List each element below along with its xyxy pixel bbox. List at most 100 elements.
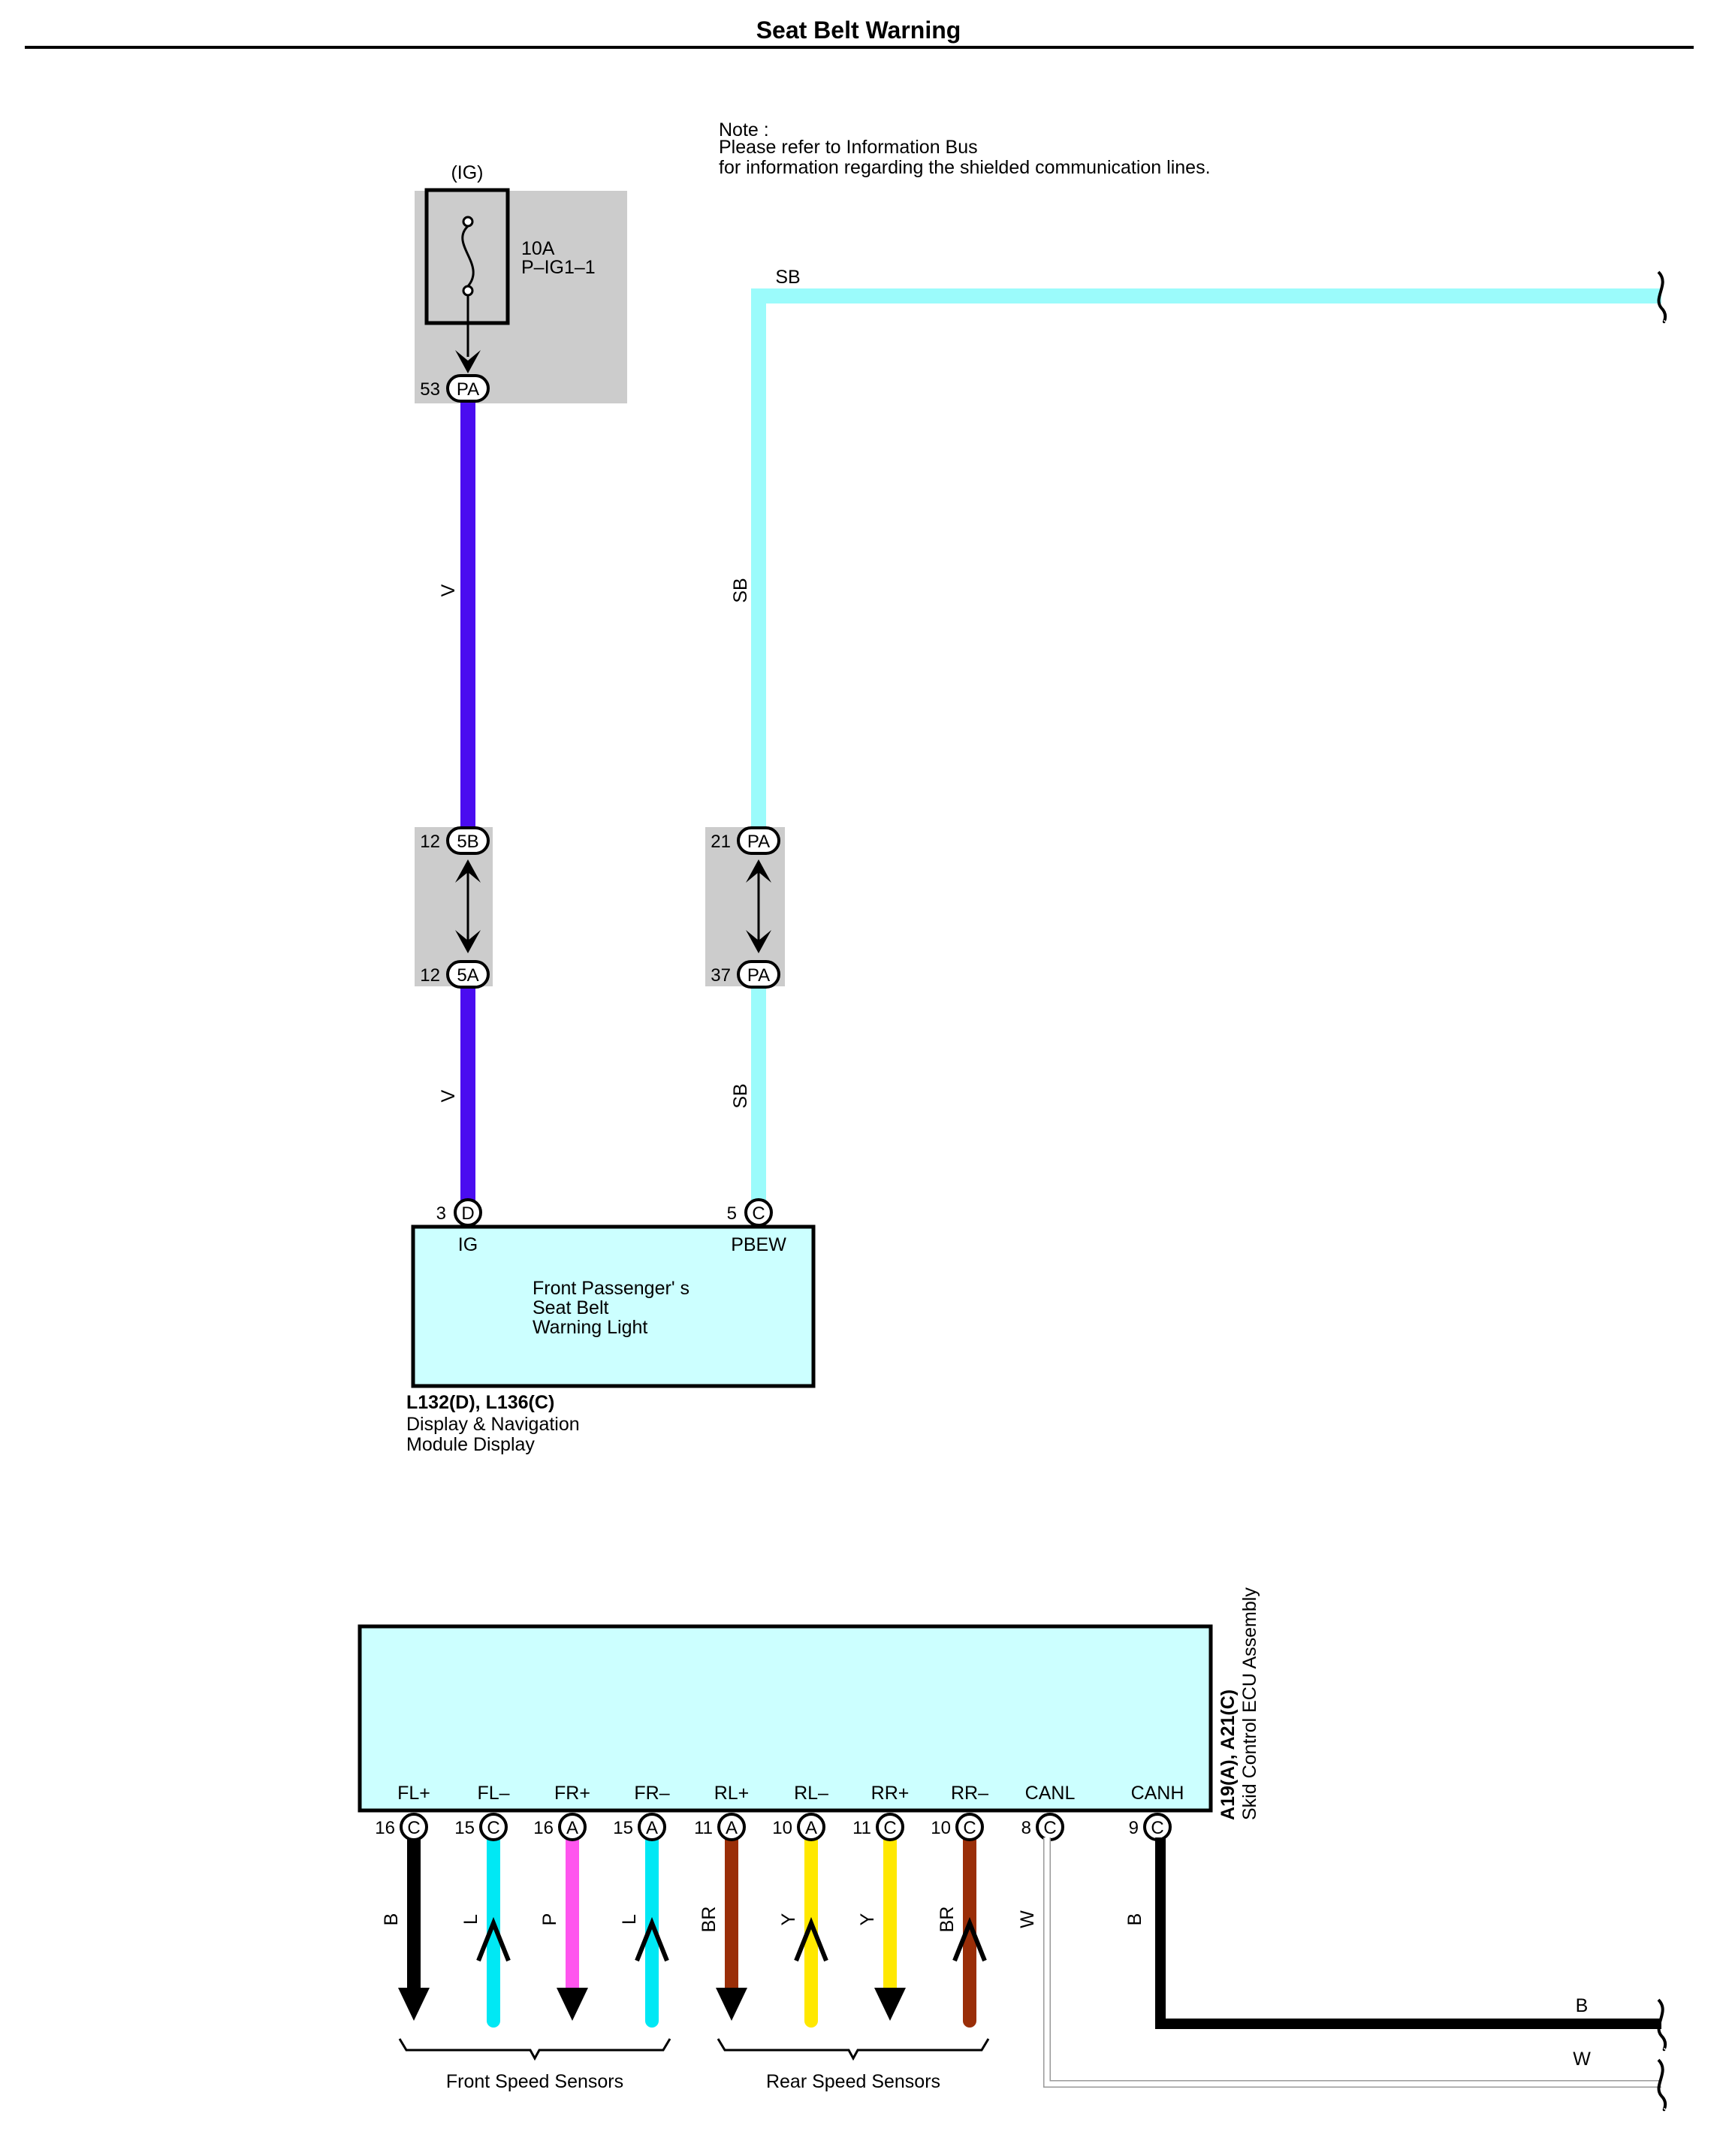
terminal-flplus-arrow-down-icon [398, 1988, 430, 2021]
fuse-terminal-top [462, 216, 474, 228]
ecu-name: Skid Control ECU Assembly [1239, 1587, 1260, 1820]
terminal-canl-wire-label: W [1017, 1910, 1038, 1928]
connector-pin: 53 [420, 379, 440, 400]
connector-code-5b: 5B [457, 832, 478, 852]
note-line-3: for information regarding the shielded c… [719, 157, 1211, 178]
terminal-ig-label: IG [458, 1234, 478, 1255]
pin-conn-ig: D [461, 1203, 474, 1224]
pin-circle-pbew [744, 1198, 773, 1227]
connector-code: PA [457, 379, 479, 400]
connector-pin-5b: 12 [420, 832, 440, 852]
note-line-1: Note : [719, 119, 769, 140]
ecu-box [358, 1624, 1213, 1813]
display-module: D 3 C 5 IG PBEW Front Passenger' s Seat … [406, 1198, 816, 1455]
wire-w-continuation-icon [1657, 2058, 1667, 2112]
terminal-frplus-connector: A [566, 1818, 578, 1838]
note: Note : Please refer to Information Bus f… [719, 119, 1211, 178]
terminal-flminus-pin-number: 15 [454, 1818, 475, 1838]
terminal-canl-pin-number: 8 [1021, 1818, 1031, 1838]
wire-b-right-label: B [1576, 1995, 1589, 2016]
terminal-canh-pin-number: 9 [1129, 1818, 1139, 1838]
terminal-frplus-wire-label: P [539, 1913, 560, 1926]
terminal-rlminus-label: RL– [794, 1783, 828, 1804]
terminal-rlplus-wire-label: BR [699, 1907, 720, 1933]
terminal-rrplus-label: RR+ [871, 1783, 910, 1804]
terminal-rrplus-pin-number: 11 [852, 1818, 871, 1838]
terminal-frminus-connector: A [646, 1818, 658, 1838]
terminal-rlplus-pin-number: 11 [694, 1818, 713, 1838]
wire-sb-label-top: SB [775, 267, 800, 288]
connector-oval-pa-37 [737, 960, 780, 989]
terminal-canh-label: CANH [1131, 1783, 1184, 1804]
display-inner-line-3: Warning Light [533, 1317, 647, 1338]
terminal-flplus-pin-number: 16 [375, 1818, 395, 1838]
terminal-frplus-pin-circle [558, 1813, 587, 1841]
junction-arrow-down-icon [455, 930, 481, 953]
terminal-pbew-label: PBEW [731, 1234, 786, 1255]
note-line-2: Please refer to Information Bus [719, 137, 978, 158]
pin-circle-ig [454, 1198, 482, 1227]
connector-oval-pa-21 [737, 826, 780, 855]
junction-arrow-up-icon [455, 859, 481, 883]
terminal-frplus-label: FR+ [554, 1783, 590, 1804]
terminal-canh-connector: C [1151, 1818, 1163, 1838]
terminal-rlminus-wire-label: Y [778, 1913, 799, 1925]
fuse-block: (IG) 10A P–IG1–1 [415, 162, 627, 403]
junction-sb: PA 21 PA 37 [705, 826, 785, 989]
wire-sb-continuation-icon [1657, 270, 1667, 324]
terminal-rlminus-pin-circle [797, 1813, 825, 1841]
terminal-rlminus-pin-number: 10 [772, 1818, 792, 1838]
group-braces: Front Speed Sensors Rear Speed Sensors [398, 2038, 990, 2092]
fuse-icon [461, 225, 475, 287]
terminal-canh-wire-label: B [1124, 1913, 1145, 1926]
terminal-rrminus-pin-number: 10 [931, 1818, 951, 1838]
terminal-rlplus-arrow-down-icon [716, 1988, 747, 2021]
terminal-frminus-arrow-up-icon [635, 1916, 669, 1962]
wire-sb-label-2: SB [730, 1083, 751, 1108]
junction-arrow-down-icon [746, 930, 771, 953]
wire-b-continuation-icon [1657, 1998, 1667, 2052]
terminal-flminus-wire-label: L [460, 1914, 481, 1925]
page-title: Seat Belt Warning [756, 17, 961, 44]
connector-code-5a: 5A [457, 965, 478, 986]
front-speed-sensors-label: Front Speed Sensors [446, 2071, 623, 2092]
terminal-frminus-pin-number: 15 [613, 1818, 633, 1838]
rear-speed-sensors-label: Rear Speed Sensors [766, 2071, 940, 2092]
junction-v: 5B 12 5A 12 [415, 826, 493, 989]
fuse-arrow-down-icon [455, 350, 481, 373]
terminal-canl-label: CANL [1025, 1783, 1076, 1804]
connector-pa-fuse: PA 53 [420, 374, 490, 403]
terminal-rrminus-pin-circle [955, 1813, 984, 1841]
wire-sb-label-1: SB [730, 578, 751, 602]
wire-v-label-1: V [438, 584, 459, 596]
terminal-rrminus-arrow-up-icon [952, 1916, 987, 1962]
wire-sb-upper [751, 288, 1661, 828]
terminal-rlminus-arrow-up-icon [794, 1916, 828, 1962]
terminal-rrminus-connector: C [963, 1818, 976, 1838]
can-bus-wires: B W [1043, 1837, 1667, 2112]
fuse-rating: 10A [521, 238, 555, 259]
fuse-box-shading [415, 191, 627, 403]
terminal-frplus-pin-number: 16 [533, 1818, 554, 1838]
fuse-ig-label: (IG) [451, 162, 483, 183]
wire-canl-w-outline [1043, 1837, 1661, 2088]
pin-num-ig: 3 [436, 1203, 446, 1224]
connector-pin-21: 21 [711, 832, 731, 852]
pin-conn-pbew: C [752, 1203, 765, 1224]
terminal-flplus-label: FL+ [397, 1783, 430, 1804]
rear-group-brace [717, 2038, 990, 2061]
terminal-canl-connector: C [1043, 1818, 1056, 1838]
terminal-rlplus-pin-circle [717, 1813, 746, 1841]
connector-oval-5a [446, 960, 490, 989]
display-module-box [411, 1224, 816, 1388]
terminal-rlminus-connector: A [805, 1818, 817, 1838]
terminal-frplus-arrow-down-icon [557, 1988, 588, 2021]
junction-arrow-up-icon [746, 859, 771, 883]
terminal-rlplus-connector: A [726, 1818, 738, 1838]
connector-oval-5b [446, 826, 490, 855]
terminal-rrminus-label: RR– [951, 1783, 988, 1804]
display-inner-line-2: Seat Belt [533, 1297, 609, 1318]
terminal-rrplus-connector: C [883, 1818, 896, 1838]
ecu-code: A19(A), A21(C) [1218, 1689, 1239, 1820]
